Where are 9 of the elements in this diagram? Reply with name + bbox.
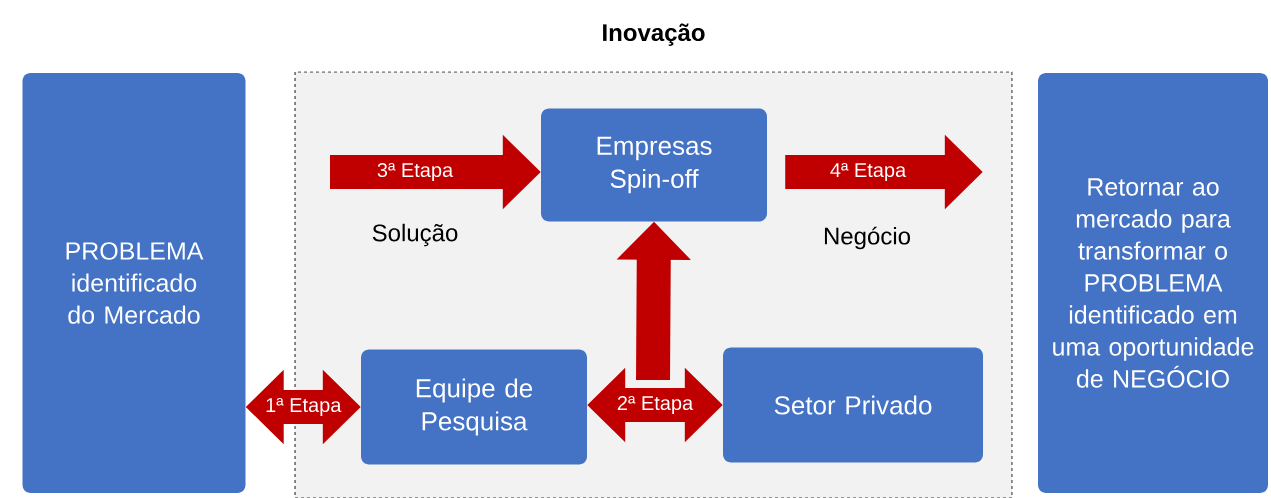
arrow-label: 1ª Etapa bbox=[264, 396, 343, 418]
region-label: Solução bbox=[372, 223, 458, 247]
process-box: Empresas Spin-off bbox=[541, 108, 767, 222]
process-box: PROBLEMA identificado do Mercado bbox=[22, 73, 246, 493]
region-label: Negócio bbox=[824, 226, 910, 250]
process-box: Equipe de Pesquisa bbox=[361, 349, 587, 465]
process-box: Retornar ao mercado para transformar o PROBLEMA identificado em uma oportunidade de NEGÓCIO bbox=[1038, 73, 1268, 493]
process-box: Setor Privado bbox=[723, 347, 983, 463]
group-title: Inovação bbox=[603, 23, 705, 46]
